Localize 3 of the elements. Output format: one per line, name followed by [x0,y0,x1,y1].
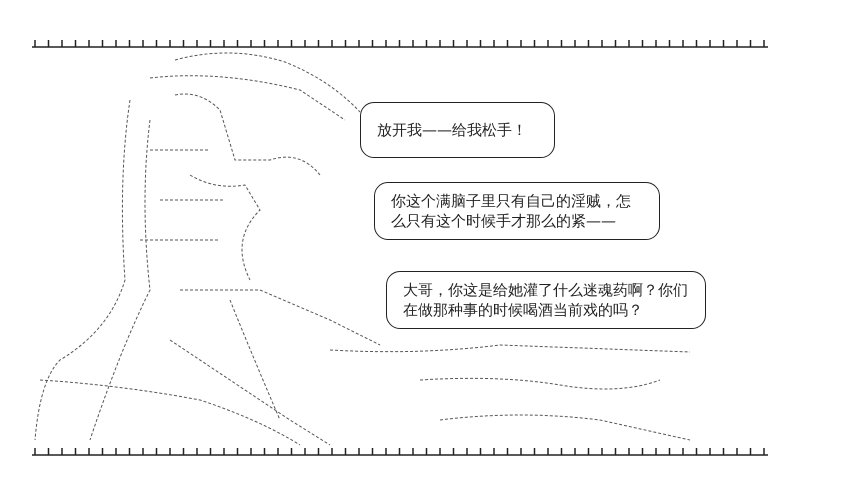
speech-bubble: 你这个满脑子里只有自己的淫贼，怎么只有这个时候手才那么的紧—— [374,182,660,240]
speech-bubble: 放开我——给我松手！ [360,102,555,158]
speech-bubble: 大哥，你这是给她灌了什么迷魂药啊？你们在做那种事的时候喝酒当前戏的吗？ [386,271,706,329]
